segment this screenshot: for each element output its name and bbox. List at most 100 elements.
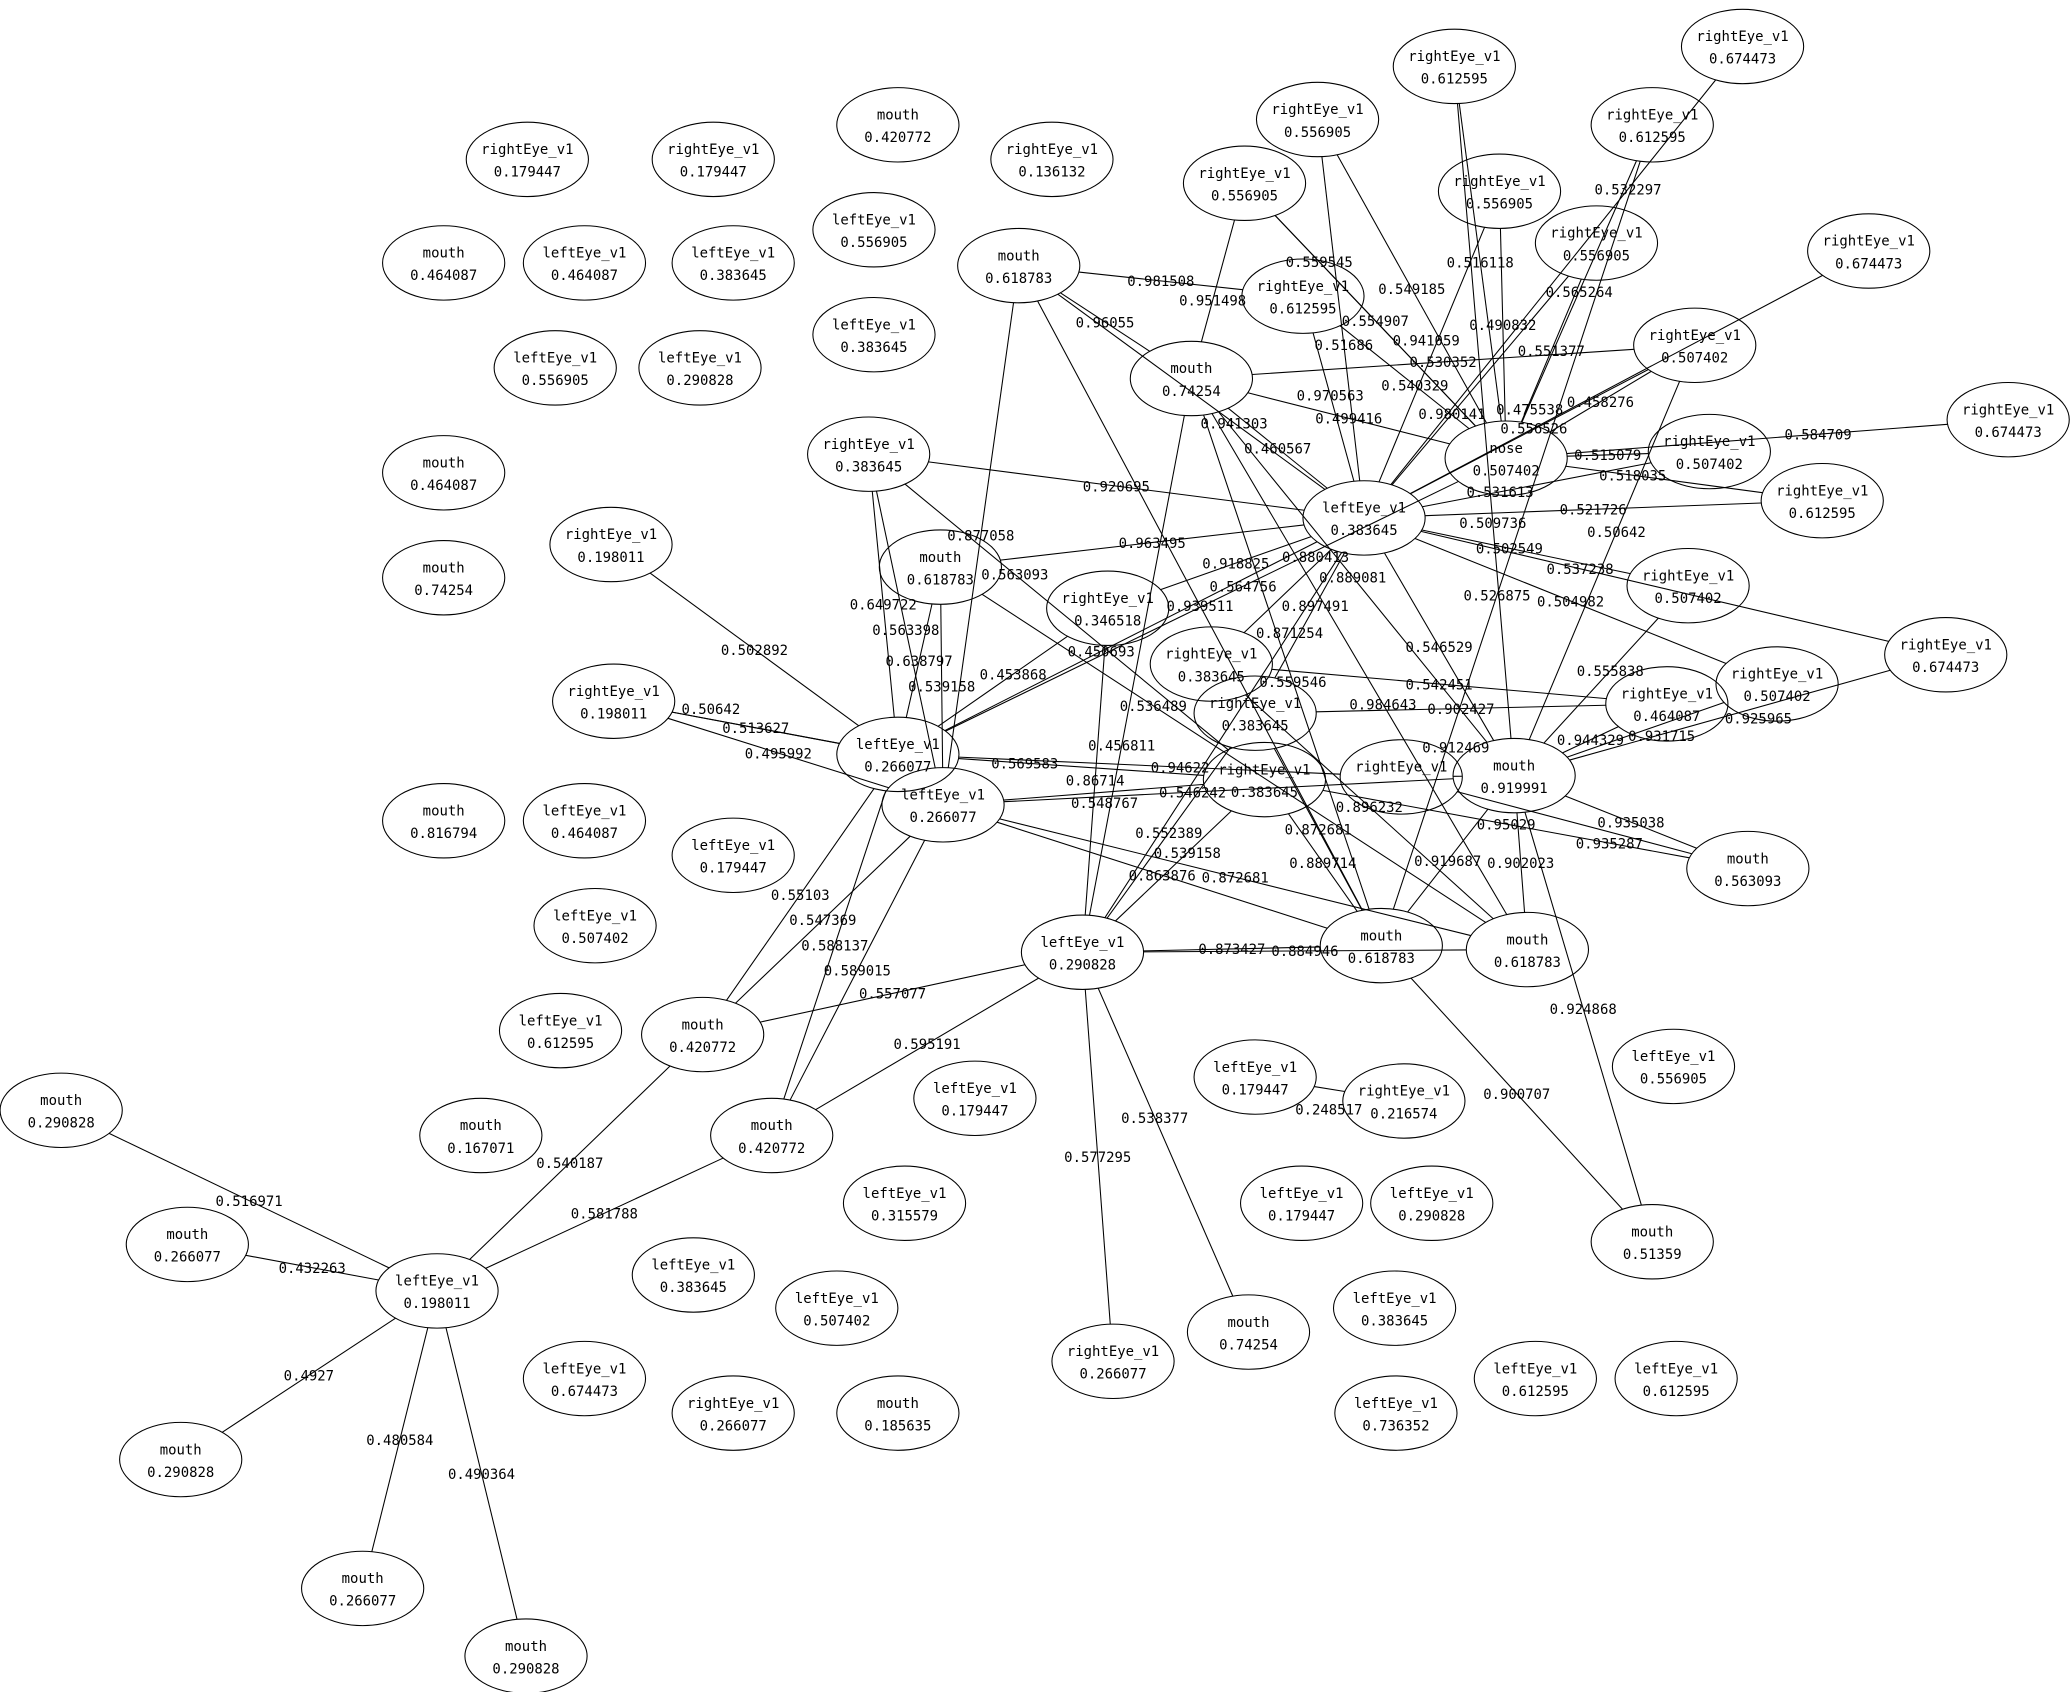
graph-node[interactable]: rightEye_v10.507402 <box>1633 307 1757 384</box>
graph-node[interactable]: leftEye_v10.290828 <box>1020 914 1145 990</box>
graph-node[interactable]: rightEye_v10.556905 <box>1534 205 1659 281</box>
graph-node[interactable]: leftEye_v10.179447 <box>671 817 795 894</box>
node-ellipse <box>1473 1340 1597 1417</box>
graph-node[interactable]: rightEye_v10.266077 <box>1051 1323 1175 1400</box>
edge-weight-label: 0.548767 <box>1071 796 1138 812</box>
graph-node[interactable]: leftEye_v10.179447 <box>1193 1039 1317 1115</box>
graph-node[interactable]: leftEye_v10.674473 <box>522 1340 647 1417</box>
edge-weight-label: 0.939511 <box>1166 599 1233 615</box>
edge-weight-label: 0.515079 <box>1574 448 1641 464</box>
graph-node[interactable]: leftEye_v10.266077 <box>881 767 1005 843</box>
graph-node[interactable]: rightEye_v10.346518 <box>1046 570 1170 646</box>
graph-node[interactable]: rightEye_v10.198011 <box>552 663 676 739</box>
graph-node[interactable]: rightEye_v1 <box>1339 739 1463 815</box>
graph-node[interactable]: leftEye_v10.290828 <box>1370 1165 1494 1241</box>
graph-node[interactable]: leftEye_v10.556905 <box>812 192 936 268</box>
graph-node[interactable]: rightEye_v10.216574 <box>1342 1063 1466 1139</box>
graph-node[interactable]: rightEye_v10.507402 <box>1626 547 1750 624</box>
graph-node[interactable]: leftEye_v10.464087 <box>522 783 647 859</box>
graph-node[interactable]: leftEye_v10.612595 <box>1614 1340 1738 1417</box>
graph-node[interactable]: rightEye_v10.383645 <box>807 416 931 492</box>
node-label: rightEye_v1 <box>1606 108 1698 124</box>
graph-node[interactable]: rightEye_v10.674473 <box>1807 213 1931 289</box>
graph-node[interactable]: leftEye_v10.383645 <box>812 296 936 373</box>
graph-node[interactable]: rightEye_v10.612595 <box>1760 462 1884 539</box>
graph-node[interactable]: rightEye_v10.198011 <box>549 506 673 583</box>
graph-node[interactable]: leftEye_v10.612595 <box>498 992 623 1069</box>
graph-node[interactable]: rightEye_v10.674473 <box>1884 617 2008 693</box>
graph-node[interactable]: rightEye_v10.556905 <box>1255 81 1380 158</box>
graph-node[interactable]: leftEye_v10.612595 <box>1473 1340 1597 1417</box>
graph-node[interactable]: leftEye_v10.556905 <box>493 330 617 406</box>
node-label: leftEye_v1 <box>1493 1361 1577 1377</box>
node-label: leftEye_v1 <box>542 246 626 262</box>
edge-weight-label: 0.980141 <box>1418 407 1485 423</box>
graph-node[interactable]: leftEye_v10.736352 <box>1334 1375 1458 1451</box>
graph-node[interactable]: rightEye_v10.179447 <box>651 121 775 198</box>
graph-node[interactable]: rightEye_v10.612595 <box>1241 258 1365 334</box>
node-label: rightEye_v1 <box>1776 483 1868 499</box>
graph-node[interactable]: rightEye_v10.383645 <box>1202 741 1327 818</box>
graph-node[interactable]: leftEye_v10.383645 <box>671 225 795 301</box>
graph-node[interactable]: leftEye_v10.383645 <box>1302 480 1426 556</box>
graph-node[interactable]: leftEye_v10.464087 <box>522 225 647 301</box>
graph-node[interactable]: rightEye_v10.674473 <box>1680 8 1805 85</box>
node-ellipse <box>1437 153 1562 229</box>
edge-weight-label: 0.588137 <box>801 938 868 954</box>
graph-node[interactable]: leftEye_v10.556905 <box>1611 1028 1736 1105</box>
graph-node[interactable]: rightEye_v10.383645 <box>1193 675 1317 751</box>
graph-node[interactable]: rightEye_v10.136132 <box>990 121 1114 198</box>
graph-node[interactable]: rightEye_v10.507402 <box>1647 413 1771 490</box>
graph-node[interactable]: leftEye_v10.198011 <box>375 1253 499 1329</box>
graph-node[interactable]: rightEye_v10.612595 <box>1590 87 1714 163</box>
graph-node[interactable]: rightEye_v10.674473 <box>1946 381 2070 458</box>
node-ellipse <box>1202 741 1327 818</box>
graph-node[interactable]: leftEye_v10.507402 <box>775 1270 899 1346</box>
graph-node[interactable]: leftEye_v10.179447 <box>1239 1165 1364 1241</box>
graph-node[interactable]: leftEye_v10.179447 <box>913 1060 1037 1137</box>
node-value: 0.612595 <box>527 1036 594 1052</box>
graph-node[interactable]: leftEye_v10.507402 <box>533 887 657 964</box>
node-value: 0.420772 <box>738 1141 805 1157</box>
graph-node[interactable]: rightEye_v10.464087 <box>1605 666 1729 742</box>
node-value: 0.556905 <box>1284 125 1351 141</box>
edge-weight-label: 0.935287 <box>1576 836 1643 852</box>
edge-weight-label: 0.96055 <box>1076 315 1135 331</box>
graph-node[interactable]: rightEye_v10.179447 <box>465 121 589 198</box>
graph-node[interactable]: rightEye_v10.612595 <box>1392 28 1516 105</box>
edge-weight-label: 0.584709 <box>1785 428 1852 444</box>
graph-node[interactable]: leftEye_v10.315579 <box>842 1165 967 1241</box>
graph-node[interactable]: rightEye_v10.556905 <box>1182 145 1307 221</box>
graph-node[interactable]: rightEye_v10.556905 <box>1437 153 1562 229</box>
graph-node[interactable]: leftEye_v10.290828 <box>638 330 762 406</box>
graph-node[interactable]: leftEye_v10.383645 <box>631 1237 755 1313</box>
graph-node[interactable]: rightEye_v10.383645 <box>1149 626 1273 702</box>
graph-node[interactable]: leftEye_v10.383645 <box>1332 1270 1457 1346</box>
graph-node[interactable]: rightEye_v10.266077 <box>671 1375 795 1451</box>
graph-node[interactable]: rightEye_v10.507402 <box>1715 646 1839 722</box>
